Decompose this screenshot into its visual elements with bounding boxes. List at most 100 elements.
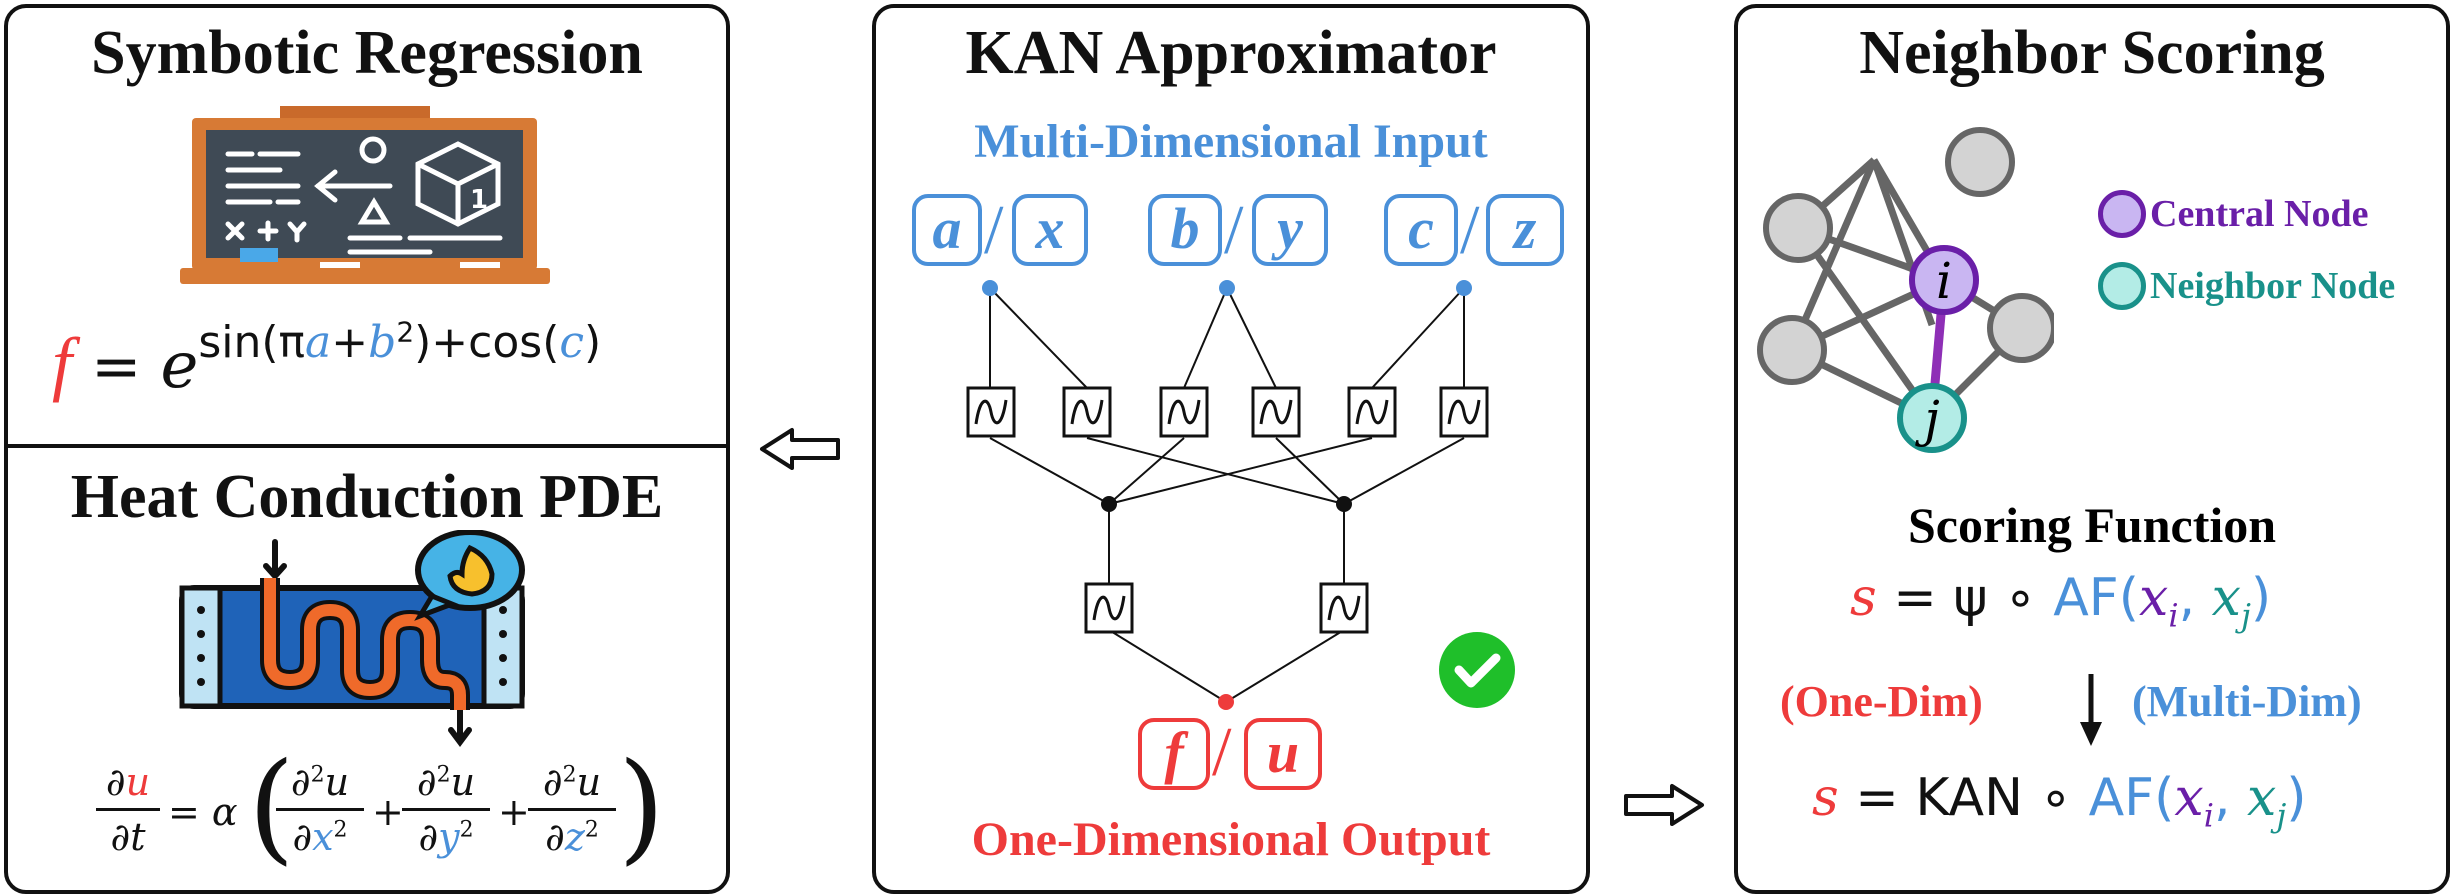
kan-output-dot (1218, 694, 1234, 710)
input-z-box: z (1486, 194, 1564, 266)
exp-c: c (559, 317, 585, 368)
exp-sq: 2 (396, 315, 415, 349)
eq1-close: ) (2250, 568, 2272, 628)
pde-u1: u (125, 760, 151, 804)
kan-activation-boxes (966, 386, 1489, 634)
pde-y2-sq: 2 (459, 817, 474, 843)
heat-pipe-icon (179, 530, 525, 747)
pde-t: t (130, 815, 146, 859)
eq2-comma: , (2213, 768, 2247, 828)
heat-title: Heat Conduction PDE (70, 463, 664, 531)
pde-dy-den: ∂ (418, 815, 439, 859)
symbolic-formula: f = esin(πa+b2)+cos(c) (52, 315, 601, 405)
exp-close: )+cos( (414, 317, 560, 368)
pde-plus-2: + (498, 790, 530, 834)
eq2-s: s (1812, 768, 1839, 828)
kan-edges (989, 287, 1465, 703)
eq1-xj: x (2211, 568, 2241, 628)
arrow-left-icon (760, 428, 840, 470)
pde-right-paren: ) (618, 738, 665, 877)
chalkboard-icon: 1 (180, 106, 550, 284)
pde-dy-num: ∂ (416, 760, 437, 804)
legend-central-swatch (2098, 190, 2146, 238)
kan-output-label: One-Dimensional Output (971, 813, 1491, 866)
exp-b: b (368, 317, 397, 368)
formula-eq: = (91, 332, 142, 402)
pde-term-y: ∂2u ∂y2 (402, 760, 490, 859)
pde-term-x: ∂2u ∂x2 (276, 760, 364, 859)
multi-dim-label: (Multi-Dim) (2132, 677, 2362, 726)
pde-dx-num: ∂ (290, 760, 311, 804)
eq1-psi: = ψ ∘ (1893, 568, 2037, 628)
pde-term-z: ∂2u ∂z2 (528, 760, 616, 859)
eq1-i: i (2168, 596, 2179, 635)
neighbor-graph (1757, 127, 2054, 453)
svg-text:1: 1 (470, 185, 488, 215)
arrow-right-icon (1624, 784, 1704, 826)
pde-z: z (564, 815, 585, 859)
legend-central: Central Node (2098, 190, 2368, 238)
formula-exponent: sin(πa+b2)+cos(c) (198, 315, 602, 368)
pde-uy: u (450, 760, 476, 804)
pde-x-sq: 2 (310, 762, 325, 788)
pde-z-sq: 2 (562, 762, 577, 788)
kan-input-dots (982, 280, 1472, 296)
exp-plus: + (331, 317, 369, 368)
neighbor-panel (1734, 4, 2450, 894)
input-c-box: c (1384, 194, 1458, 266)
input-slash-1: / (984, 192, 1004, 269)
kan-hidden-nodes (1101, 496, 1352, 512)
eq2-j: j (2276, 796, 2287, 835)
eq1-af: AF( (2053, 568, 2140, 628)
neighbor-node-j (1897, 383, 1967, 453)
legend-central-label: Central Node (2150, 193, 2369, 235)
kan-panel (872, 4, 1590, 894)
exp-a: a (305, 317, 332, 368)
pde-ux: u (324, 760, 350, 804)
formula-f: f (52, 323, 73, 403)
pde-d2: ∂ (110, 815, 131, 859)
eq1-j: j (2240, 596, 2251, 635)
pde-dz-den: ∂ (545, 815, 565, 859)
pde-uz: u (576, 760, 602, 804)
node-i-label: i (1936, 252, 1952, 310)
input-y-box: y (1252, 194, 1328, 266)
input-x-box: x (1012, 194, 1088, 266)
eq2-i: i (2203, 796, 2214, 835)
input-slash-2: / (1224, 192, 1244, 269)
kan-input-label: Multi-Dimensional Input (974, 115, 1488, 168)
scoring-title: Scoring Function (1907, 497, 2277, 553)
heat-pde: ∂u ∂t = α ( ∂2u ∂x2 + ∂2u ∂y2 + ∂2u ∂z2 … (96, 738, 665, 890)
pde-lhs: ∂u ∂t (96, 760, 160, 859)
pde-equals-alpha: = α (168, 790, 238, 834)
legend-neighbor-swatch (2098, 262, 2146, 310)
eq2-af: AF( (2088, 768, 2175, 828)
formula-e: e (160, 329, 199, 403)
pde-y-sq: 2 (436, 762, 451, 788)
pde-dx-den: ∂ (292, 815, 313, 859)
one-dim-label: (One-Dim) (1780, 677, 1983, 726)
pde-d1: ∂ (105, 760, 126, 804)
pde-x2-sq: 2 (333, 817, 348, 843)
neighbor-title: Neighbor Scoring (1859, 19, 2325, 87)
pde-y: y (438, 815, 460, 859)
node-j-label: j (1924, 390, 1940, 448)
eq2-xi: x (2174, 768, 2204, 828)
graph-edges (1788, 157, 2025, 422)
central-node-i (1909, 245, 1979, 315)
eq2-close: ) (2286, 768, 2307, 828)
exp-end: ) (584, 317, 602, 368)
pde-dz-num: ∂ (542, 760, 563, 804)
input-b-box: b (1148, 194, 1222, 266)
input-slash-3: / (1460, 192, 1480, 269)
check-icon (1439, 632, 1515, 708)
arrow-down-icon (2080, 674, 2102, 746)
exp-sin: sin(π (198, 317, 306, 368)
eq2-kan: = KAN ∘ (1855, 768, 2073, 828)
eq1-s: s (1850, 568, 1877, 628)
pde-plus-1: + (372, 790, 404, 834)
scoring-eq-2: s = KAN ∘ AF(xi, xj) (1812, 768, 2307, 834)
output-f-box: f (1138, 718, 1210, 790)
kan-network-diagram (966, 280, 1515, 710)
pde-x: x (312, 815, 334, 859)
